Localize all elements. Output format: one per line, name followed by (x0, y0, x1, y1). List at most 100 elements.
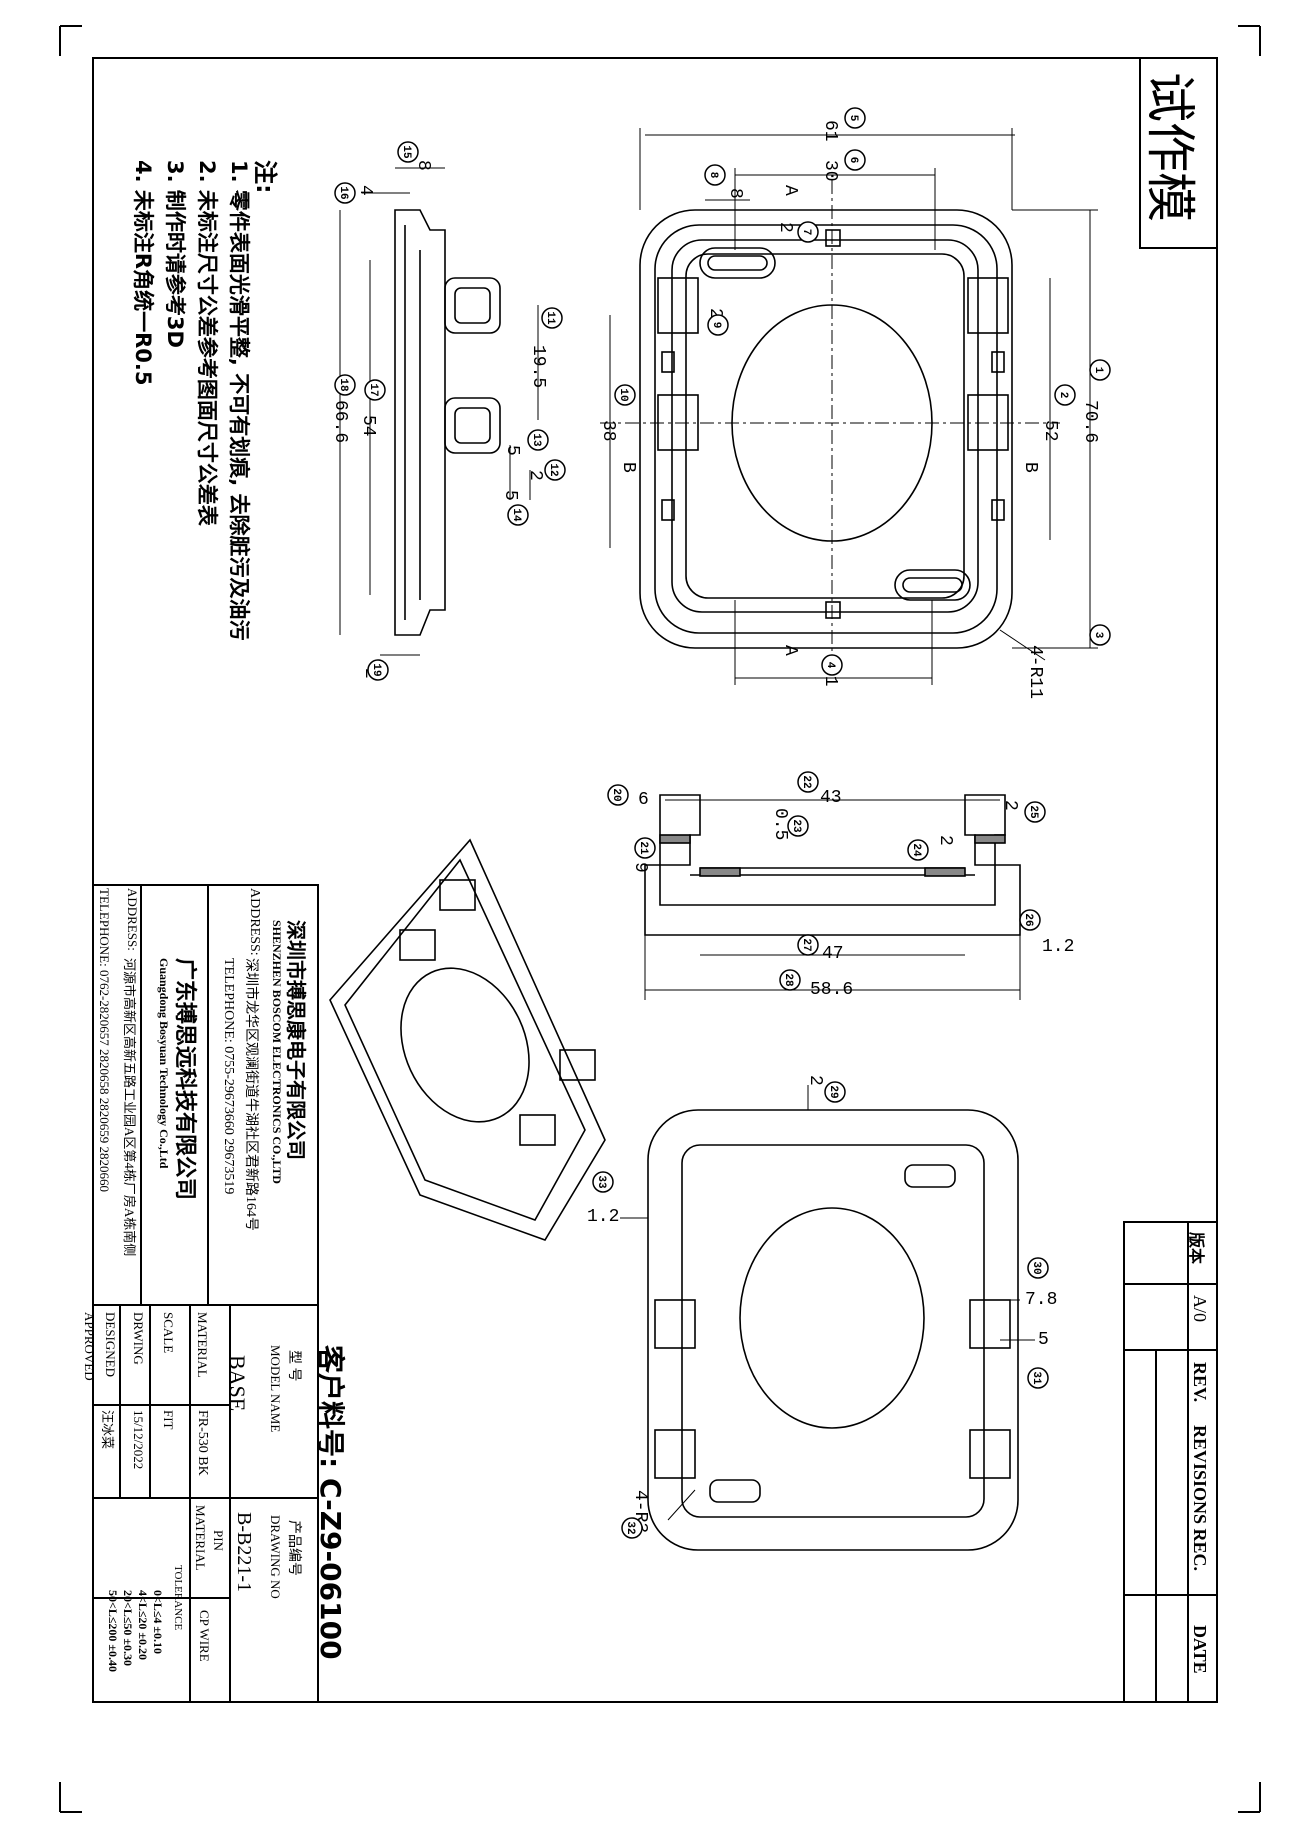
balloon-number: 32 (624, 1521, 636, 1534)
side-view (394, 209, 501, 636)
balloon-1: 1 (1089, 359, 1111, 381)
balloon-5: 5 (844, 107, 866, 129)
balloon-17: 17 (364, 379, 386, 401)
balloon-number: 12 (547, 463, 559, 476)
balloon-33: 33 (592, 1171, 614, 1193)
balloon-number: 1 (1092, 367, 1104, 374)
balloon-9: 9 (707, 314, 729, 336)
balloon-circle (1027, 1367, 1049, 1389)
balloon-circle (1089, 624, 1111, 646)
section-view (644, 794, 1021, 936)
balloon-circle (907, 839, 929, 861)
balloon-6: 6 (844, 149, 866, 171)
balloon-circle (541, 307, 563, 329)
balloon-circle (334, 374, 356, 396)
balloon-4: 4 (821, 654, 843, 676)
balloon-circle (821, 654, 843, 676)
balloon-10: 10 (614, 384, 636, 406)
balloon-number: 23 (790, 819, 802, 833)
dim-label: 58.6 (810, 980, 854, 1000)
balloon-number: 27 (800, 938, 812, 951)
balloon-number: 5 (847, 115, 859, 122)
balloon-11: 11 (541, 307, 563, 329)
balloon-circle (797, 771, 819, 793)
balloon-18: 18 (334, 374, 356, 396)
balloon-number: 14 (510, 508, 522, 522)
balloon-circle (334, 182, 356, 204)
balloon-number: 28 (782, 973, 794, 987)
balloon-circle (367, 659, 389, 681)
balloon-circle (779, 969, 801, 991)
balloon-circle (1054, 384, 1076, 406)
balloon-circle (704, 164, 726, 186)
balloon-circle (1027, 1257, 1049, 1279)
balloon-number: 22 (800, 775, 812, 788)
balloon-number: 18 (337, 378, 349, 392)
balloon-circle (527, 429, 549, 451)
balloon-24: 24 (907, 839, 929, 861)
balloon-circle (544, 459, 566, 481)
balloon-30: 30 (1027, 1257, 1049, 1279)
balloon-15: 15 (397, 141, 419, 163)
balloon-14: 14 (507, 504, 529, 526)
dim-label: 6 (638, 790, 649, 810)
balloon-circle (824, 1081, 846, 1103)
balloon-26: 26 (1019, 909, 1041, 931)
dim-label: 5 (1038, 1330, 1049, 1350)
balloon-19: 19 (367, 659, 389, 681)
balloon-2: 2 (1054, 384, 1076, 406)
balloon-number: 17 (367, 383, 379, 396)
balloon-circle (787, 815, 809, 837)
balloon-number: 24 (910, 843, 922, 857)
balloon-circle (1089, 359, 1111, 381)
balloon-3: 3 (1089, 624, 1111, 646)
balloon-number: 30 (1030, 1261, 1042, 1274)
balloon-number: 20 (610, 788, 622, 801)
balloon-circle (507, 504, 529, 526)
balloon-circle (364, 379, 386, 401)
balloon-circle (634, 837, 656, 859)
balloon-circle (592, 1171, 614, 1193)
balloon-number: 13 (530, 433, 542, 447)
balloon-number: 8 (707, 172, 719, 179)
isometric-view (329, 838, 606, 1241)
balloon-7: 7 (797, 221, 819, 243)
balloon-circle (397, 141, 419, 163)
balloon-16: 16 (334, 182, 356, 204)
balloon-20: 20 (607, 784, 629, 806)
balloon-circle (797, 221, 819, 243)
dim-label: 47 (822, 944, 844, 964)
balloon-circle (1024, 801, 1046, 823)
balloon-circle (707, 314, 729, 336)
balloon-31: 31 (1027, 1367, 1049, 1389)
balloon-number: 4 (824, 662, 836, 669)
balloon-number: 9 (710, 322, 722, 329)
balloon-32: 32 (621, 1517, 643, 1539)
balloon-circle (621, 1517, 643, 1539)
balloon-circle (844, 149, 866, 171)
balloon-number: 31 (1030, 1371, 1042, 1385)
balloon-number: 11 (544, 311, 556, 325)
balloon-circle (607, 784, 629, 806)
balloon-27: 27 (797, 934, 819, 956)
balloon-circle (797, 934, 819, 956)
dim-label: 43 (820, 788, 842, 808)
bottom-view (647, 1109, 1019, 1551)
balloon-number: 19 (370, 663, 382, 676)
balloon-8: 8 (704, 164, 726, 186)
dim-label: 1.2 (1042, 937, 1075, 957)
dim-label: 1.2 (587, 1207, 620, 1227)
balloon-number: 21 (637, 841, 649, 855)
balloon-number: 25 (1027, 805, 1039, 819)
balloon-28: 28 (779, 969, 801, 991)
balloon-number: 2 (1057, 392, 1069, 399)
dim-label: 7.8 (1025, 1290, 1058, 1310)
balloon-25: 25 (1024, 801, 1046, 823)
balloon-number: 26 (1022, 913, 1034, 926)
balloon-23: 23 (787, 815, 809, 837)
balloon-circle (844, 107, 866, 129)
